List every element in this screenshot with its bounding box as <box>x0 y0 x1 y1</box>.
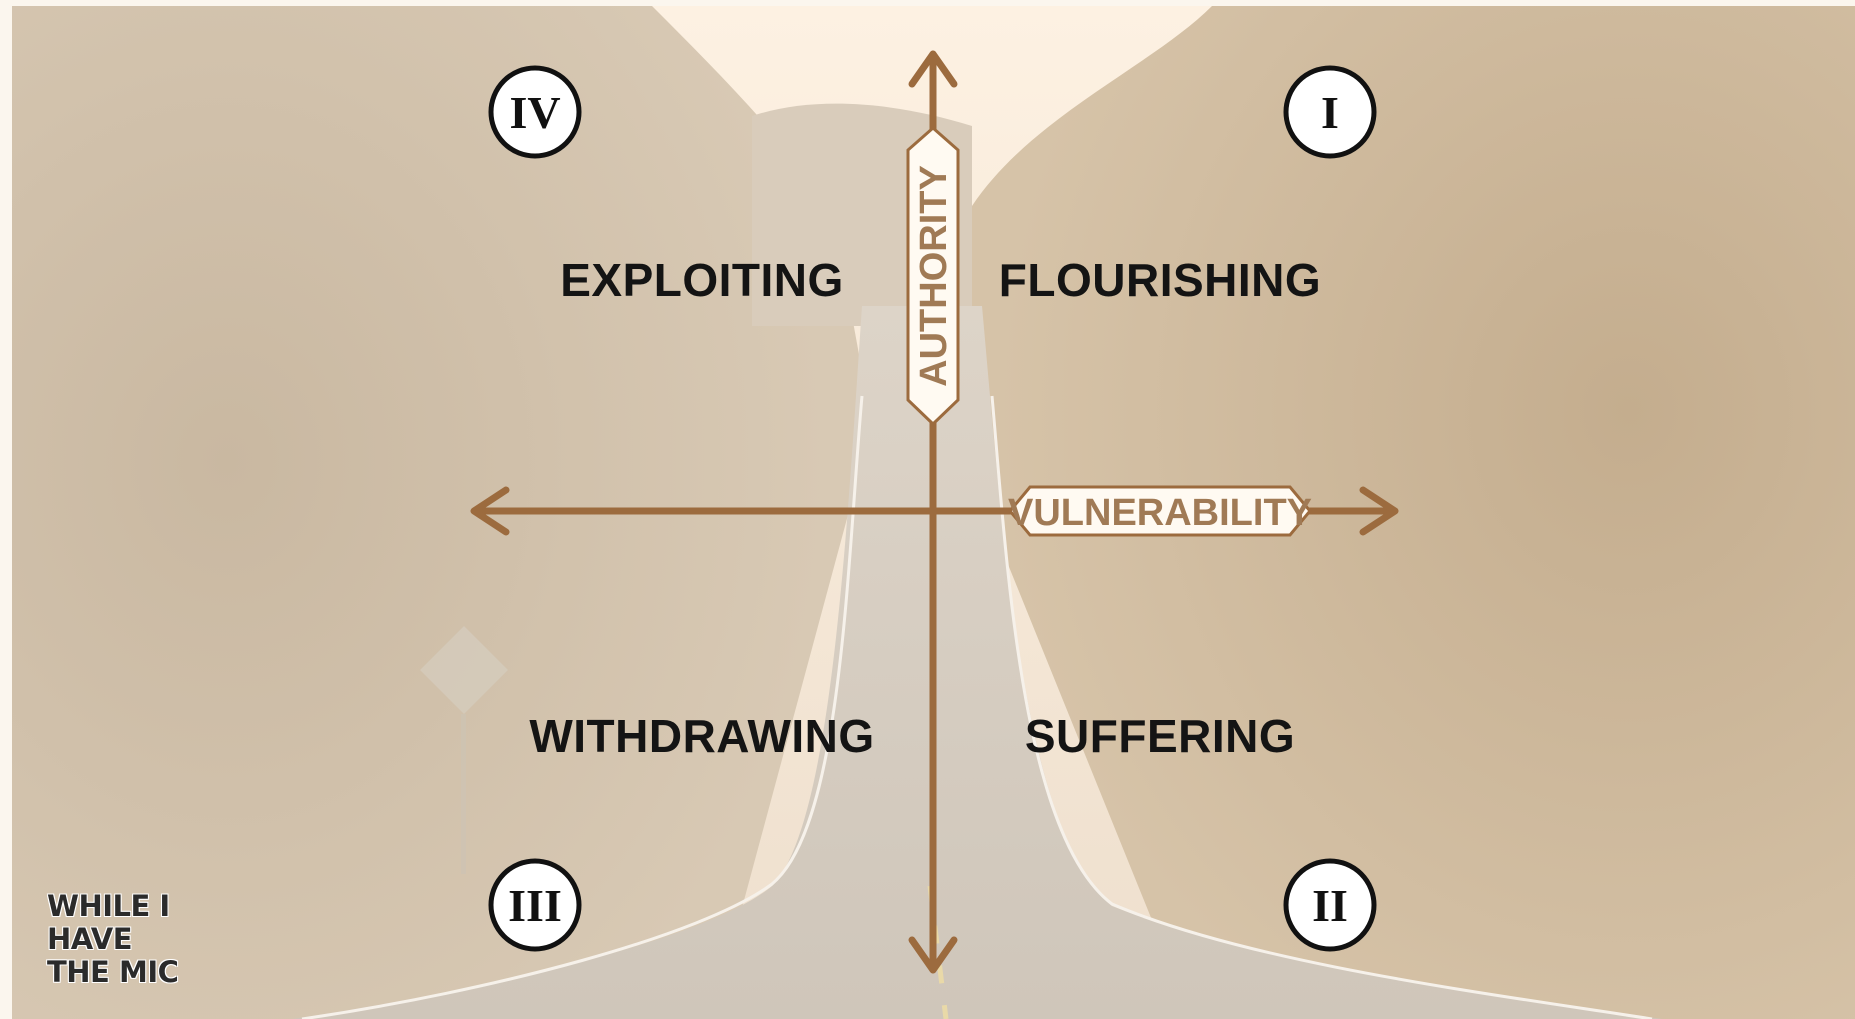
quadrant-numeral-iv: IV <box>488 65 582 159</box>
quadrant-numeral-ii: II <box>1283 858 1377 952</box>
svg-text:I: I <box>1321 87 1339 138</box>
svg-text:III: III <box>508 880 562 931</box>
axis-label-authority: AUTHORITY <box>906 126 960 427</box>
quadrant-label-withdrawing: WITHDRAWING <box>529 710 874 762</box>
axis-label-authority-text: AUTHORITY <box>913 165 955 387</box>
quadrant-label-flourishing: FLOURISHING <box>999 254 1321 306</box>
brand-line: THE MIC <box>47 955 179 989</box>
brand-line: WHILE I <box>47 889 170 923</box>
svg-text:II: II <box>1312 880 1348 931</box>
axis-label-vulnerability-text: VULNERABILITY <box>1008 492 1312 534</box>
quadrant-numeral-i: I <box>1283 65 1377 159</box>
quadrant-label-suffering: SUFFERING <box>1025 710 1295 762</box>
brand-logo: WHILE I HAVE THE MIC <box>47 890 217 989</box>
svg-text:IV: IV <box>509 87 560 138</box>
brand-line: HAVE <box>47 922 133 956</box>
quadrant-label-exploiting: EXPLOITING <box>560 254 844 306</box>
quadrant-numeral-iii: III <box>488 858 582 952</box>
axis-label-vulnerability: VULNERABILITY <box>1008 485 1312 537</box>
